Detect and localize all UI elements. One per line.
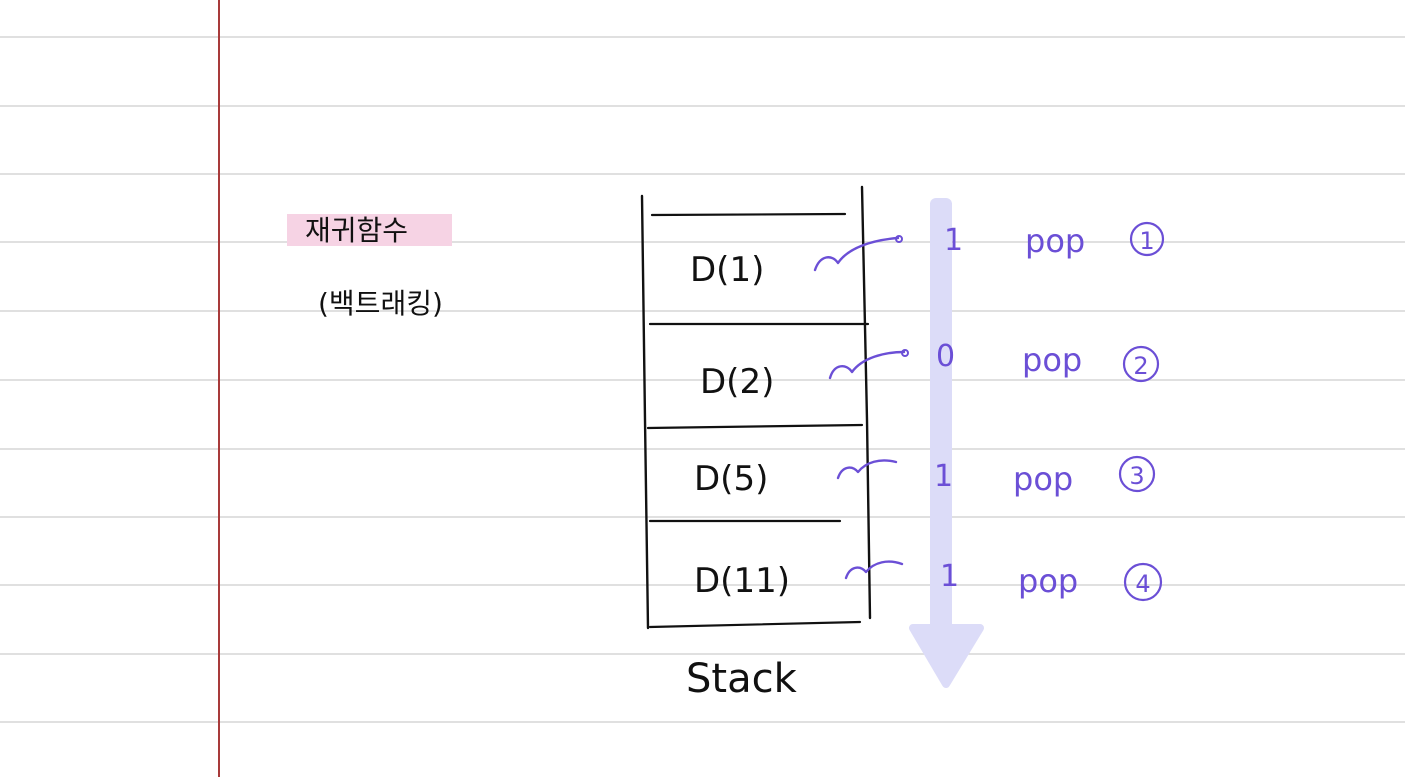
frame-value: 0 [936, 339, 955, 374]
stack-frame-3: D(5) 1 pop 3 [694, 455, 1156, 499]
frame-action: pop [1025, 222, 1085, 260]
curved-arrow-icon [844, 560, 904, 580]
title-text: 재귀함수 [305, 214, 408, 247]
order-number: 2 [1133, 352, 1148, 380]
frame-value: 1 [944, 223, 963, 258]
frame-value: 1 [940, 559, 959, 594]
stack-box [640, 185, 872, 630]
title-highlight [287, 214, 452, 246]
frame-call-label: D(1) [690, 250, 764, 290]
frame-call-label: D(2) [700, 362, 774, 402]
stack-frame-1: D(1) 1 pop 1 [690, 221, 1165, 290]
downward-flow-arrow [909, 198, 984, 688]
frame-value: 1 [934, 459, 953, 494]
frame-call-label: D(11) [694, 561, 790, 601]
subtitle-text: (백트래킹) [318, 287, 443, 320]
frame-action: pop [1022, 341, 1082, 379]
order-circle [1123, 562, 1163, 602]
order-number: 3 [1129, 462, 1144, 490]
frame-call-label: D(5) [694, 459, 768, 499]
stack-frame-4: D(11) 1 pop 4 [694, 559, 1163, 602]
ruled-lines [0, 36, 1405, 723]
curved-arrow-icon [813, 236, 900, 272]
curved-arrow-icon [836, 459, 898, 480]
stack-frame-2: D(2) 0 pop 2 [700, 339, 1160, 402]
order-circle [1118, 455, 1156, 493]
order-circle [1122, 345, 1160, 383]
stack-label: Stack [686, 656, 798, 702]
frame-action: pop [1013, 460, 1073, 498]
order-circle [1129, 221, 1165, 257]
order-number: 1 [1139, 227, 1154, 255]
frame-action: pop [1018, 562, 1078, 600]
order-number: 4 [1135, 570, 1150, 598]
curved-arrow-icon [828, 350, 906, 380]
